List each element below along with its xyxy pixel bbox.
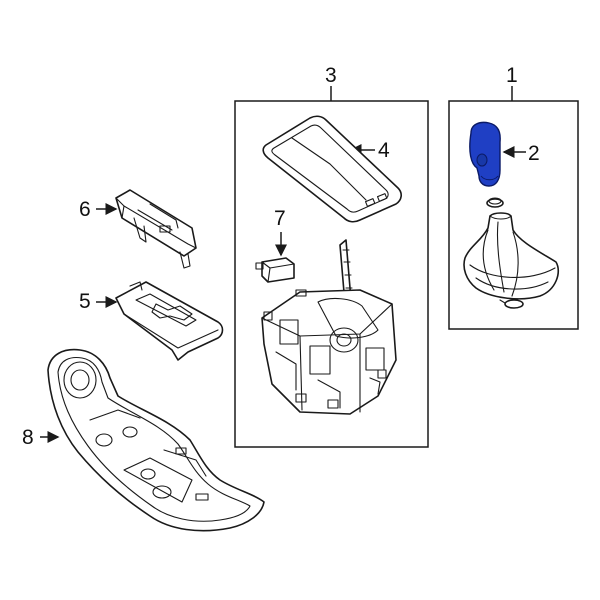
retaining-ring xyxy=(486,197,504,208)
group-box-1 xyxy=(448,100,579,330)
callout-8: 8 xyxy=(22,426,34,449)
callout-3: 3 xyxy=(325,64,337,87)
callout-5: 5 xyxy=(79,290,91,313)
shift-knob-part-2[interactable] xyxy=(469,121,501,187)
bracket-part-6[interactable] xyxy=(115,189,197,269)
callout-4: 4 xyxy=(378,139,390,162)
cover-plate-part-5[interactable] xyxy=(115,281,224,361)
callout-1: 1 xyxy=(506,64,518,87)
callout-2: 2 xyxy=(528,142,540,165)
callout-6: 6 xyxy=(79,198,91,221)
trim-bezel-part-4[interactable] xyxy=(262,115,402,223)
switch-part-7[interactable] xyxy=(255,257,295,283)
shift-boot xyxy=(463,212,560,309)
console-panel-part-8[interactable] xyxy=(47,348,265,532)
shifter-assembly-part-3[interactable] xyxy=(261,239,397,415)
callout-7: 7 xyxy=(274,207,286,230)
